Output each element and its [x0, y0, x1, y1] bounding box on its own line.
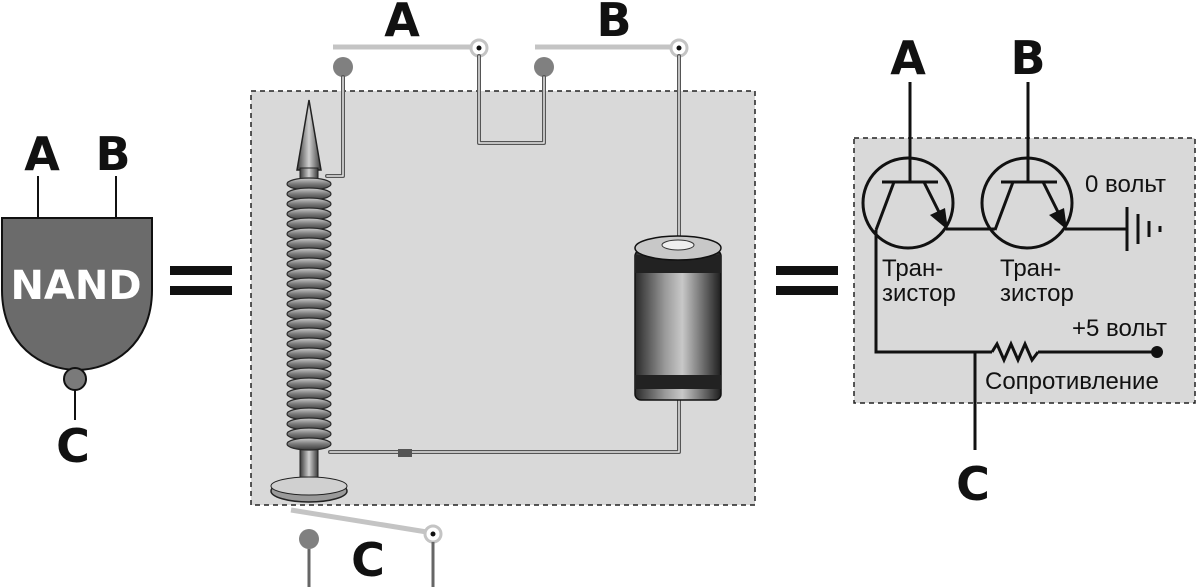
- switch-a-contact: [333, 57, 353, 77]
- resistor-symbol: [990, 340, 1040, 364]
- switch-c-lever[interactable]: [290, 507, 434, 536]
- battery: [634, 235, 722, 401]
- equals-sign-left: [170, 266, 232, 295]
- transistor-1-label-line2: зистор: [882, 280, 956, 307]
- ground-label: 0 вольт: [1085, 171, 1166, 198]
- relay-wires: [325, 54, 681, 454]
- switch-a-label: A: [384, 0, 420, 47]
- resistor-label: Сопротивление: [985, 368, 1159, 395]
- transistor-1-label-line1: Тран-: [882, 255, 943, 282]
- switch-c-label: C: [351, 533, 385, 587]
- transistor-2-label-line2: зистор: [1000, 280, 1074, 307]
- switch-b-contact: [534, 57, 554, 77]
- battery-terminal: [661, 239, 695, 251]
- switch-b-label: B: [596, 0, 631, 47]
- nand-gate: A B NAND C: [1, 127, 153, 473]
- transistor-wires: [874, 227, 1157, 450]
- gate-input-a-label: A: [24, 127, 60, 181]
- electromagnet: [270, 99, 412, 503]
- coil: [286, 177, 332, 451]
- coil-lead: [398, 449, 412, 457]
- transistor-1: [861, 156, 955, 250]
- transistor-2-label-line1: Тран-: [1000, 255, 1061, 282]
- supply-terminal: [1151, 346, 1163, 358]
- transistor-input-a-label: A: [890, 31, 926, 85]
- gate-input-b-label: B: [95, 127, 130, 181]
- relay-circuit: A B: [250, 0, 756, 587]
- supply-label: +5 вольт: [1072, 315, 1167, 342]
- transistor-input-b-label: B: [1010, 31, 1045, 85]
- ground-symbol: [1125, 207, 1162, 251]
- transistor-2: [980, 156, 1074, 250]
- gate-inverter-bubble: [63, 367, 87, 391]
- gate-output-label: C: [56, 419, 90, 473]
- coil-winding: [286, 437, 332, 451]
- transistor-circuit: A B: [853, 31, 1196, 511]
- transistor-output-label: C: [956, 457, 990, 511]
- gate-name: NAND: [10, 263, 141, 309]
- switch-c-contact: [299, 529, 319, 549]
- equals-sign-right: [776, 266, 838, 295]
